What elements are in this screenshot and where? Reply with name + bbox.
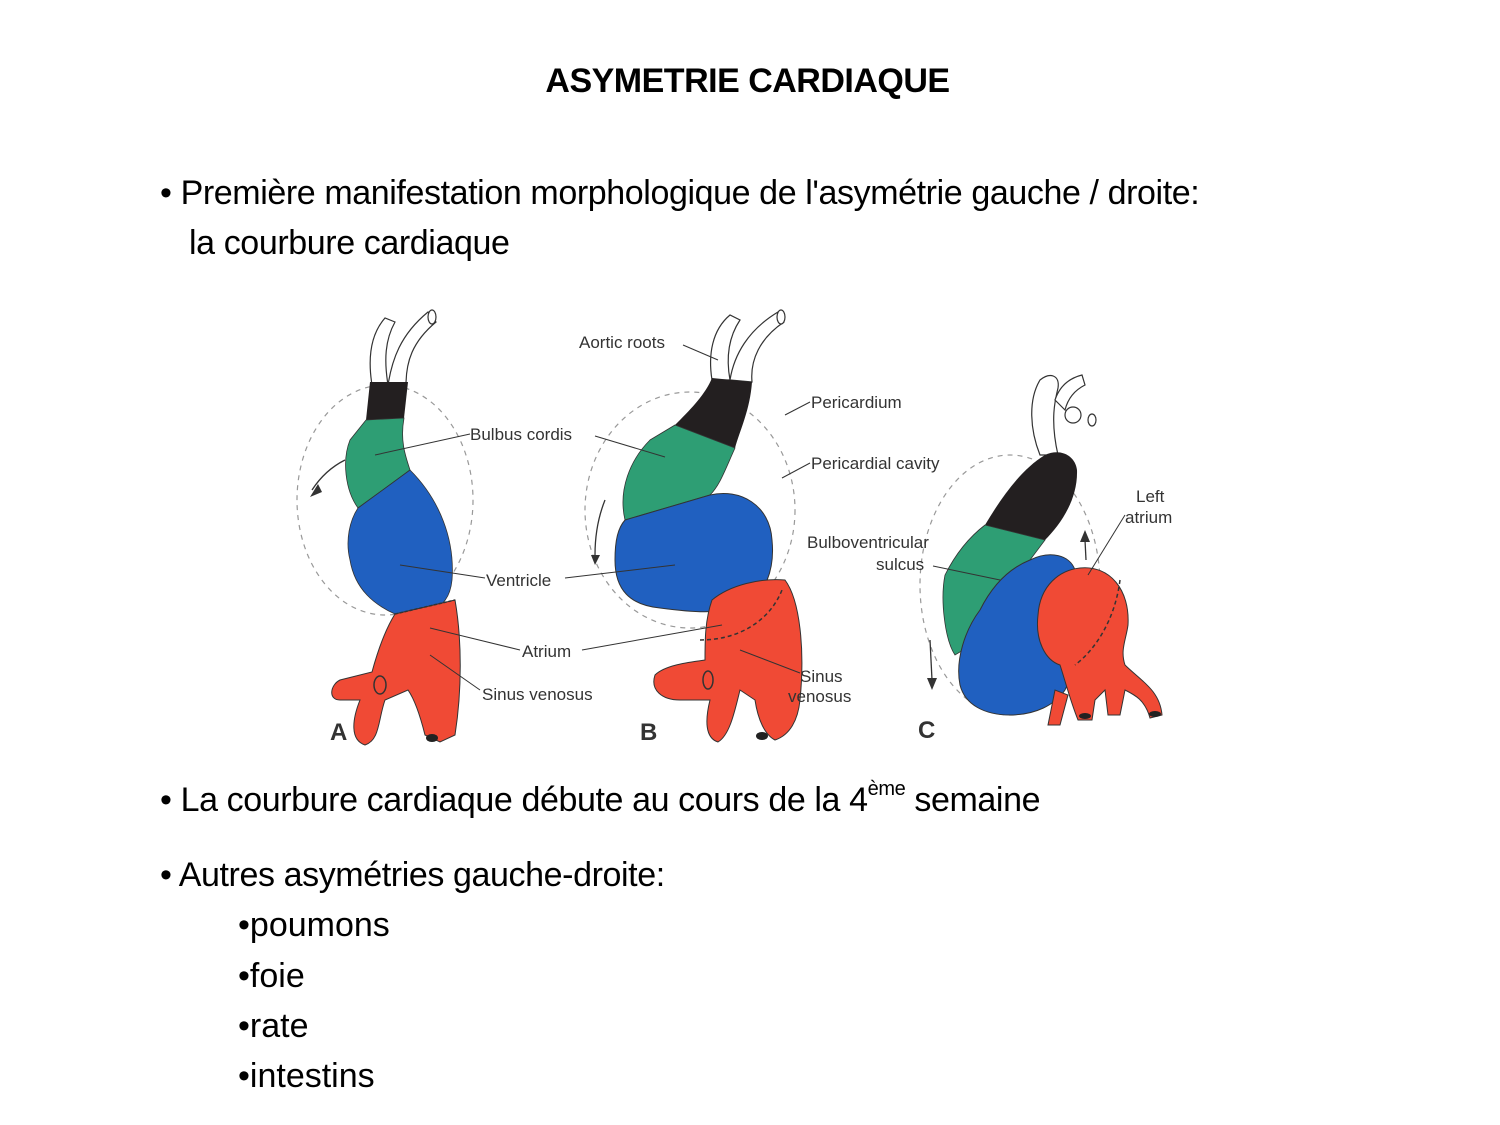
bullet-fourth-week: • La courbure cardiaque débute au cours … bbox=[160, 775, 1041, 825]
bullet-first-manifestation: • Première manifestation morphologique d… bbox=[160, 168, 1200, 268]
heart-looping-figure: A B bbox=[296, 309, 1172, 746]
bullet-marker: • bbox=[160, 856, 172, 894]
sub-item-rate: •rate bbox=[238, 1007, 309, 1045]
label-ventricle: Ventricle bbox=[486, 571, 551, 590]
label-bulboventricular: Bulboventricular bbox=[807, 533, 929, 552]
superscript-eme: ème bbox=[867, 778, 906, 800]
panel-b-diagram bbox=[584, 309, 803, 743]
slide-title: ASYMETRIE CARDIAQUE bbox=[545, 62, 950, 100]
label-sinus-venosus-a: Sinus venosus bbox=[482, 685, 593, 704]
panel-a-diagram bbox=[296, 309, 474, 746]
bullet-text-line2: la courbure cardiaque bbox=[189, 224, 510, 262]
panel-label-c: C bbox=[918, 717, 935, 744]
label-venosus-b: venosus bbox=[788, 687, 851, 706]
label-left: Left bbox=[1136, 487, 1165, 506]
panel-c-diagram bbox=[919, 374, 1163, 726]
label-sulcus: sulcus bbox=[876, 555, 924, 574]
bullet-text-line1: Première manifestation morphologique de … bbox=[180, 174, 1200, 212]
panel-label-a: A bbox=[330, 719, 347, 746]
sub-item-intestins: •intestins bbox=[238, 1057, 375, 1095]
panel-label-b: B bbox=[640, 719, 657, 746]
label-left-atrium: atrium bbox=[1125, 508, 1172, 527]
label-pericardial-cavity: Pericardial cavity bbox=[811, 454, 940, 473]
leader-lines bbox=[374, 344, 1126, 691]
bullet-marker: • bbox=[160, 174, 172, 212]
bullet-other-asymmetries: • Autres asymétries gauche-droite: bbox=[160, 850, 665, 900]
label-aortic-roots: Aortic roots bbox=[579, 333, 665, 352]
sub-item-foie: •foie bbox=[238, 957, 305, 995]
bullet-text: La courbure cardiaque débute au cours de… bbox=[180, 781, 868, 819]
bullet-text-end: semaine bbox=[905, 781, 1041, 819]
label-pericardium: Pericardium bbox=[811, 393, 902, 412]
label-atrium: Atrium bbox=[522, 642, 571, 661]
bullet-marker: • bbox=[160, 781, 172, 819]
label-sinus-b: Sinus bbox=[800, 667, 843, 686]
label-bulbus-cordis: Bulbus cordis bbox=[470, 425, 572, 444]
sub-item-poumons: •poumons bbox=[238, 906, 390, 944]
bullet-text: Autres asymétries gauche-droite: bbox=[178, 856, 665, 894]
